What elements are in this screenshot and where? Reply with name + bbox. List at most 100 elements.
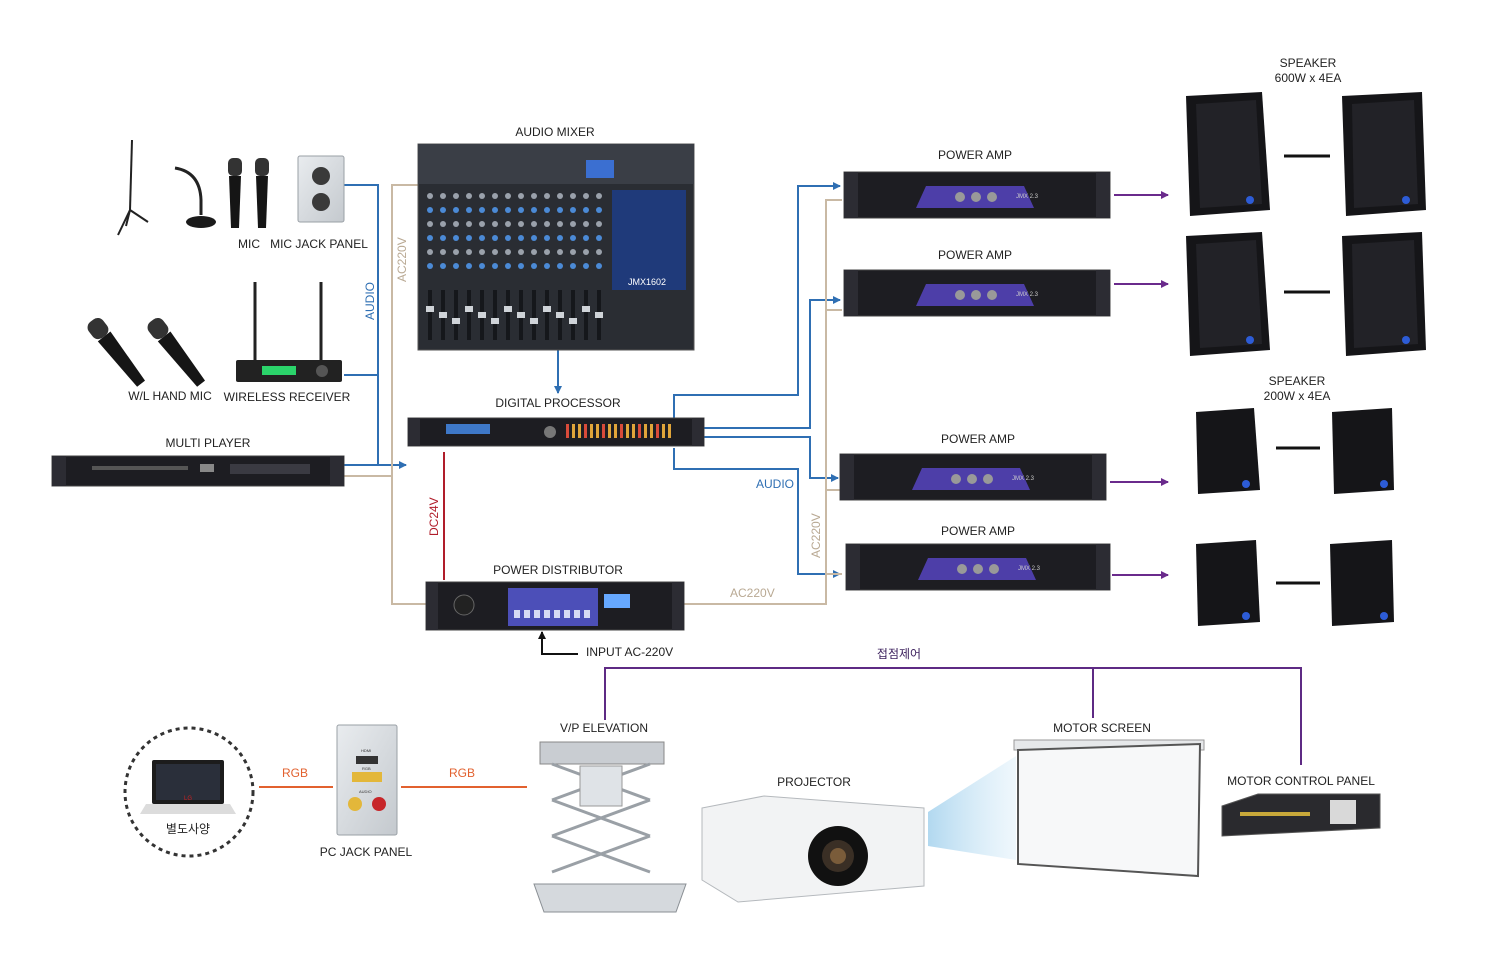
gooseneck-mic: [174, 166, 216, 228]
mixer-knob: [466, 235, 472, 241]
mixer-knob: [557, 221, 563, 227]
mixer-knob: [570, 263, 576, 269]
mic-stand: [117, 139, 149, 236]
mixer-knob: [453, 207, 459, 213]
speaker-top-title: SPEAKER: [1280, 56, 1337, 70]
mixer-knob: [557, 207, 563, 213]
mixer-knob: [440, 221, 446, 227]
mixer-knob: [492, 249, 498, 255]
mixer-knob: [531, 193, 537, 199]
speaker-small-1: [1196, 408, 1260, 494]
mixer-knob: [583, 207, 589, 213]
mixer-knob: [596, 221, 602, 227]
mixer-knob: [479, 249, 485, 255]
mixer-knob: [531, 221, 537, 227]
mixer-knob: [440, 263, 446, 269]
power-amp-2-label: POWER AMP: [938, 248, 1012, 262]
mixer-knob: [544, 221, 550, 227]
wireless-hand-mics: [87, 317, 206, 387]
distributor-button: [564, 610, 570, 618]
mixer-knob: [531, 207, 537, 213]
ac-wire-mixer: [391, 184, 426, 605]
mixer-knob: [479, 193, 485, 199]
mixer-knob: [505, 207, 511, 213]
mixer-knob: [544, 193, 550, 199]
vp-elevation-label: V/P ELEVATION: [560, 721, 648, 735]
mixer-knob: [518, 235, 524, 241]
audio-wire-amp2: [704, 296, 841, 429]
projector-label: PROJECTOR: [777, 775, 851, 789]
distributor-button: [574, 610, 580, 618]
mixer-fader-cap: [556, 312, 564, 318]
mixer-knob: [583, 193, 589, 199]
speaker-large-3: [1186, 232, 1270, 356]
mixer-model-text: JMX1602: [628, 277, 666, 287]
motor-screen-label: MOTOR SCREEN: [1053, 721, 1151, 735]
processor-led: [620, 424, 623, 438]
processor-led: [584, 424, 587, 438]
mixer-knob: [427, 207, 433, 213]
speaker-top-spec: 600W x 4EA: [1275, 71, 1342, 85]
mixer-knob: [570, 235, 576, 241]
mic-jack-panel: [297, 155, 345, 223]
power-distributor: [425, 581, 685, 631]
distributor-button: [584, 610, 590, 618]
mixer-knob: [596, 235, 602, 241]
distributor-button: [544, 610, 550, 618]
power-amp-3-label: POWER AMP: [941, 432, 1015, 446]
contact-control-wire: [604, 667, 1302, 765]
mixer-fader-cap: [582, 306, 590, 312]
processor-led: [638, 424, 641, 438]
mixer-knob: [518, 193, 524, 199]
ac220v-label-left: AC220V: [395, 237, 409, 282]
mixer-channels: [426, 193, 603, 340]
mixer-fader-cap: [530, 318, 538, 324]
mixer-knob: [427, 235, 433, 241]
mixer-knob: [440, 193, 446, 199]
mixer-fader-track: [467, 290, 471, 340]
mixer-knob: [479, 221, 485, 227]
projection-beam: [928, 756, 1016, 860]
mixer-fader-cap: [452, 318, 460, 324]
processor-led: [650, 424, 653, 438]
processor-led: [614, 424, 617, 438]
processor-led: [656, 424, 659, 438]
speaker-large-4: [1342, 232, 1426, 356]
mixer-fader-track: [545, 290, 549, 340]
mixer-knob: [557, 249, 563, 255]
amp-4-model: JMX 2.3: [1018, 566, 1041, 572]
laptop-note-label: 별도사양: [166, 822, 210, 836]
ac-wire-amps: [684, 199, 842, 605]
audio-mixer: JMX1602: [417, 143, 695, 351]
processor-led: [608, 424, 611, 438]
mixer-fader-cap: [543, 306, 551, 312]
wl-hand-mic-label: W/L HAND MIC: [128, 389, 212, 403]
mixer-knob: [427, 263, 433, 269]
power-amp-3: JMX 2.3: [839, 453, 1107, 501]
mixer-knob: [492, 193, 498, 199]
mixer-fader-cap: [517, 312, 525, 318]
mixer-knob: [466, 193, 472, 199]
mixer-knob: [570, 193, 576, 199]
pc-jack-panel: HDMI RGB AUDIO: [336, 724, 398, 836]
vp-elevation-lift: [533, 741, 687, 913]
audio-wire-amp4: [673, 448, 841, 578]
audio-wire-amp1: [673, 182, 841, 418]
mixer-knob: [518, 249, 524, 255]
speaker-large-2: [1342, 92, 1426, 216]
processor-led: [602, 424, 605, 438]
processor-led: [572, 424, 575, 438]
processor-led: [644, 424, 647, 438]
processor-meters: [566, 424, 671, 438]
mixer-knob: [453, 249, 459, 255]
mixer-fader-track: [493, 290, 497, 340]
mixer-knob: [544, 235, 550, 241]
motor-control-panel: [1221, 793, 1381, 837]
mixer-knob: [427, 221, 433, 227]
power-amp-4-label: POWER AMP: [941, 524, 1015, 538]
mixer-fader-track: [584, 290, 588, 340]
mixer-fader-track: [428, 290, 432, 340]
mixer-knob: [492, 235, 498, 241]
mixer-fader-track: [571, 290, 575, 340]
audio-label-right: AUDIO: [756, 477, 794, 491]
